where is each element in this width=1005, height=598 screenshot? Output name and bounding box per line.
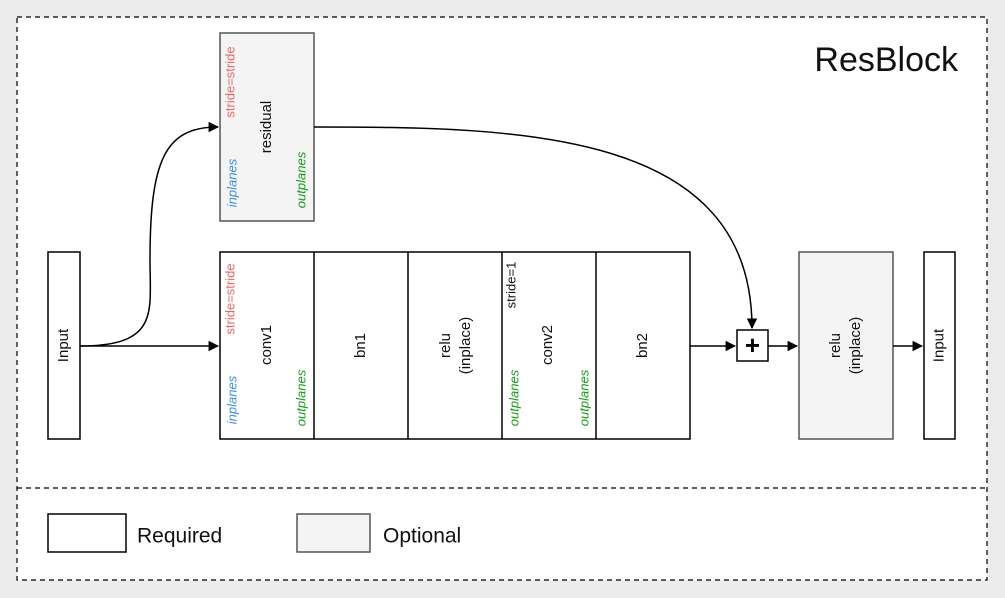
conv1-stride: stride=stride xyxy=(222,263,237,334)
residual-stride: stride=stride xyxy=(222,46,237,117)
add-node: + xyxy=(736,329,769,362)
edge-residual-to-add xyxy=(313,126,758,330)
residual-label: residual xyxy=(258,101,275,154)
conv1-label: conv1 xyxy=(258,325,275,365)
legend-optional-swatch xyxy=(296,513,371,553)
conv2-in-outplanes: outplanes xyxy=(506,369,521,426)
conv2-label: conv2 xyxy=(539,325,556,365)
relu2-label-line1: relu xyxy=(827,333,844,358)
relu1-label-line2: (inplace) xyxy=(457,317,474,375)
input-left-label: Input xyxy=(55,328,72,362)
input-right-label: Input xyxy=(930,328,947,362)
residual-inplanes: inplanes xyxy=(224,158,239,207)
conv1-inplanes: inplanes xyxy=(224,375,239,424)
legend-required-label: Required xyxy=(137,525,222,548)
input-right-box xyxy=(923,251,956,440)
legend-required-swatch xyxy=(47,513,127,553)
add-node-symbol: + xyxy=(745,330,760,360)
relu2-label-line2: (inplace) xyxy=(847,317,864,375)
edge-input-to-residual xyxy=(79,121,220,347)
bn2-label: bn2 xyxy=(634,333,651,358)
conv1-outplanes: outplanes xyxy=(293,369,308,426)
residual-block: stride=stride residual inplanes outplane… xyxy=(219,32,315,222)
conv2-stride: stride=1 xyxy=(503,262,518,309)
bn1-label: bn1 xyxy=(352,333,369,358)
diagram-title: ResBlock xyxy=(814,41,959,79)
relu2-block: relu (inplace) xyxy=(798,251,894,440)
relu1-label-line1: relu xyxy=(437,333,454,358)
conv2-outplanes: outplanes xyxy=(576,369,591,426)
legend: Required Optional xyxy=(47,513,461,553)
input-left-box xyxy=(47,251,81,440)
residual-outplanes: outplanes xyxy=(293,151,308,208)
main-pipeline: stride=stride conv1 inplanes outplanes b… xyxy=(219,251,691,440)
legend-optional-label: Optional xyxy=(383,525,461,548)
